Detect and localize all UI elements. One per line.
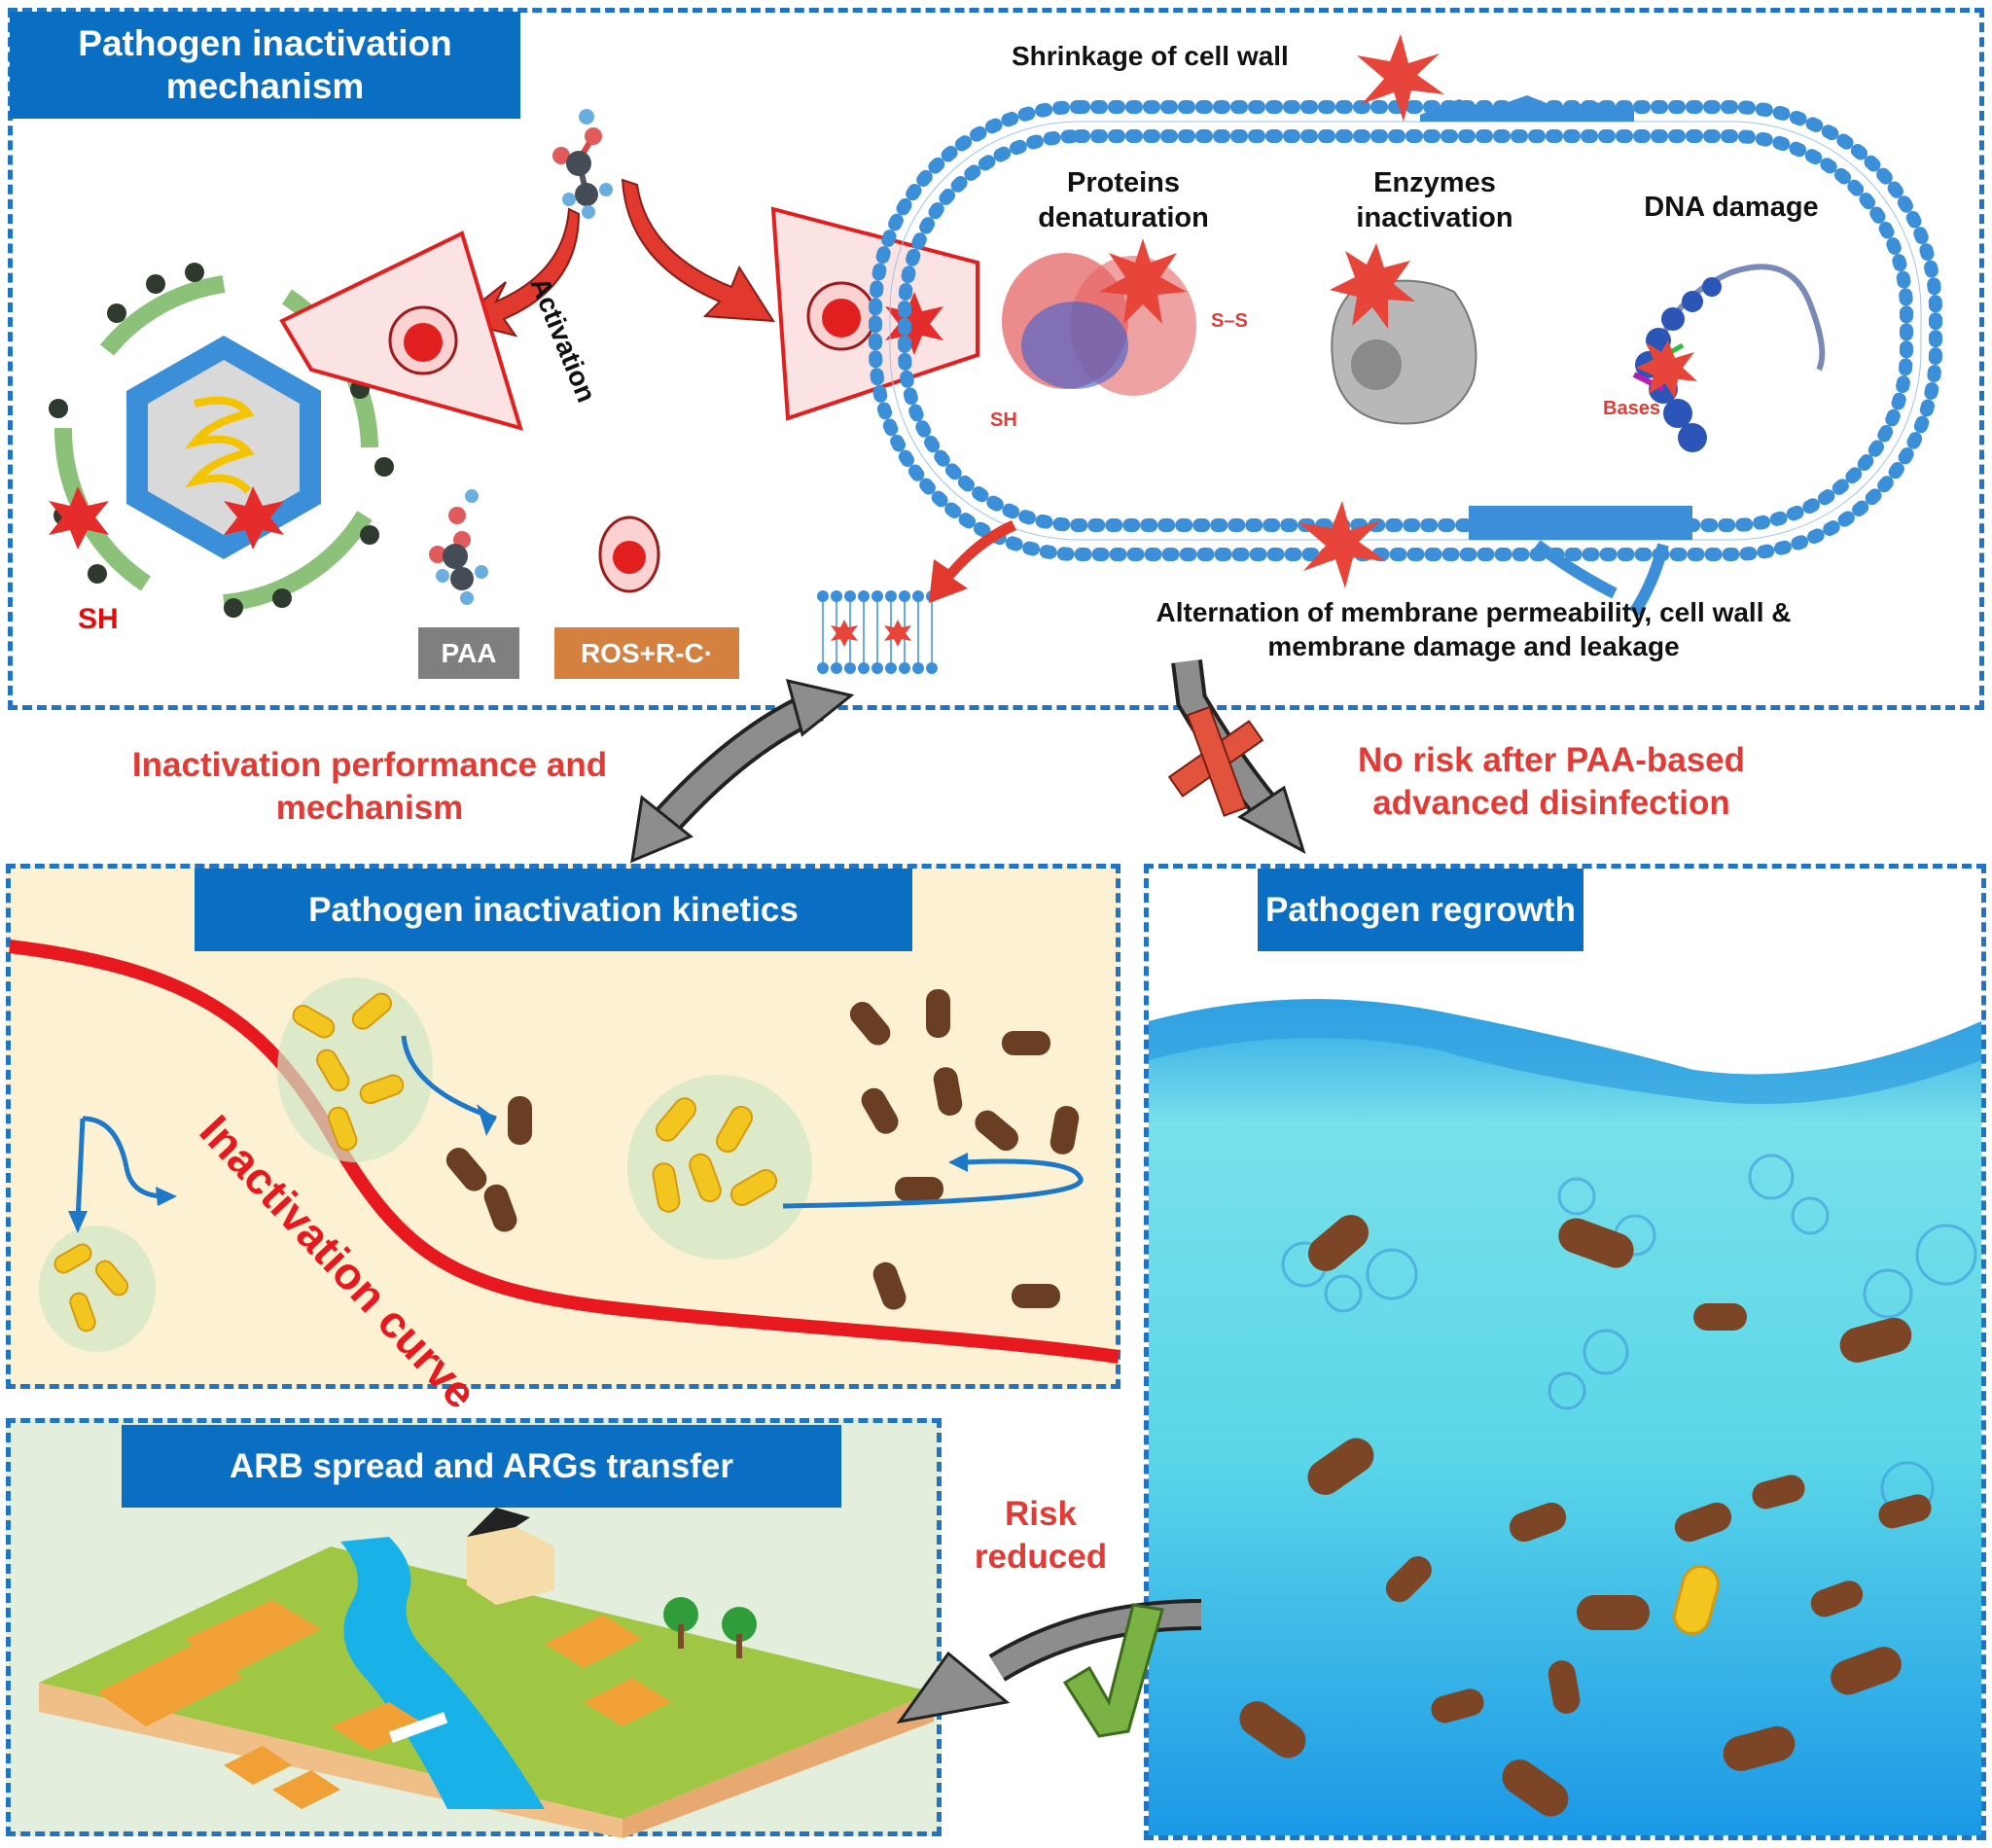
live-bacteria-cluster-icon <box>39 1226 156 1352</box>
activation-arrow-right-icon <box>621 178 775 323</box>
regrowth-title-text: Pathogen regrowth <box>1265 890 1576 929</box>
proteins-label: Proteins denaturation <box>1038 167 1209 234</box>
regrowth-title: Pathogen regrowth <box>1258 869 1583 951</box>
protein-structure-icon <box>1002 238 1196 396</box>
surviving-bacterium-icon <box>1673 1565 1720 1635</box>
damage-star-icon <box>1330 243 1415 329</box>
genome-strand <box>185 396 255 494</box>
paa-molecule-icon <box>552 109 613 219</box>
dead-bacteria-group-icon <box>849 989 1080 1310</box>
mechanism-title: Pathogen inactivation mechanism <box>10 12 520 119</box>
risk-reduced-arrow-icon <box>896 1599 1202 1738</box>
kinetics-title: Pathogen inactivation kinetics <box>195 869 912 951</box>
damage-star-icon <box>1099 238 1187 324</box>
dna-helix-icon <box>1632 264 1826 452</box>
ros-legend-icon <box>598 515 660 593</box>
mechanism-panel <box>8 8 1984 710</box>
checkmark-icon <box>1062 1603 1164 1738</box>
mechanism-title-text: Pathogen inactivation mechanism <box>78 22 452 106</box>
arb-title: ARB spread and ARGs transfer <box>122 1425 841 1508</box>
live-bacteria-cluster-icon <box>277 977 433 1162</box>
leakage-gap <box>1469 506 1692 540</box>
membrane-arrow-icon <box>929 520 1016 603</box>
no-risk-label: No risk after PAA-based advanced disinfe… <box>1357 741 1746 822</box>
dna-label: DNA damage <box>1644 192 1819 223</box>
damage-star-icon <box>224 486 284 550</box>
activation-arrow-left-icon <box>454 207 581 338</box>
membrane-caption: Alternation of membrane permeability, ce… <box>1156 597 1792 661</box>
blocked-arrow-icon <box>1167 659 1306 855</box>
sh-virus-label: SH <box>78 603 119 635</box>
sh-protein-label: SH <box>990 409 1017 431</box>
live-bacteria-cluster-icon <box>627 1075 812 1260</box>
damage-star-icon <box>1357 34 1444 122</box>
zoom-cone-virus <box>279 231 523 431</box>
dead-bacteria-group-icon <box>445 1096 532 1232</box>
ros-legend-tag: ROS+R-C· <box>554 627 739 679</box>
inactivation-curve <box>9 940 1120 1364</box>
transformation-arrows-icon <box>68 1035 1084 1233</box>
damage-star-icon <box>885 292 943 355</box>
enzyme-icon <box>1330 243 1477 425</box>
damage-star-icon <box>49 486 109 550</box>
enzymes-label: Enzymes inactivation <box>1356 167 1513 234</box>
risk-reduced-label: Risk reduced <box>974 1495 1108 1576</box>
paa-legend-molecule-icon <box>429 489 488 605</box>
house-icon <box>467 1527 554 1605</box>
regrowth-bacteria-group-icon <box>1239 1215 1932 1817</box>
kinetics-title-text: Pathogen inactivation kinetics <box>308 890 799 929</box>
shrinkage-label: Shrinkage of cell wall <box>1012 41 1289 71</box>
arb-title-text: ARB spread and ARGs transfer <box>230 1446 733 1485</box>
damage-star-icon <box>1298 501 1386 588</box>
bases-label: Bases <box>1603 398 1660 419</box>
shrunken-wall-shape <box>1420 95 1634 122</box>
performance-label: Inactivation performance and mechanism <box>131 746 608 827</box>
damaged-membrane-bilayer-icon <box>817 590 938 674</box>
damage-star-icon <box>1636 340 1697 399</box>
cross-icon <box>1167 705 1264 817</box>
regrowth-panel <box>1144 864 1986 1840</box>
farmland-landscape-icon <box>39 1508 934 1838</box>
bidirectional-arrow-icon <box>630 678 855 864</box>
paa-legend-tag: PAA <box>418 627 519 679</box>
water-body <box>1149 999 1981 1835</box>
virus-illustration <box>49 263 394 618</box>
ss-label: S–S <box>1211 310 1248 332</box>
